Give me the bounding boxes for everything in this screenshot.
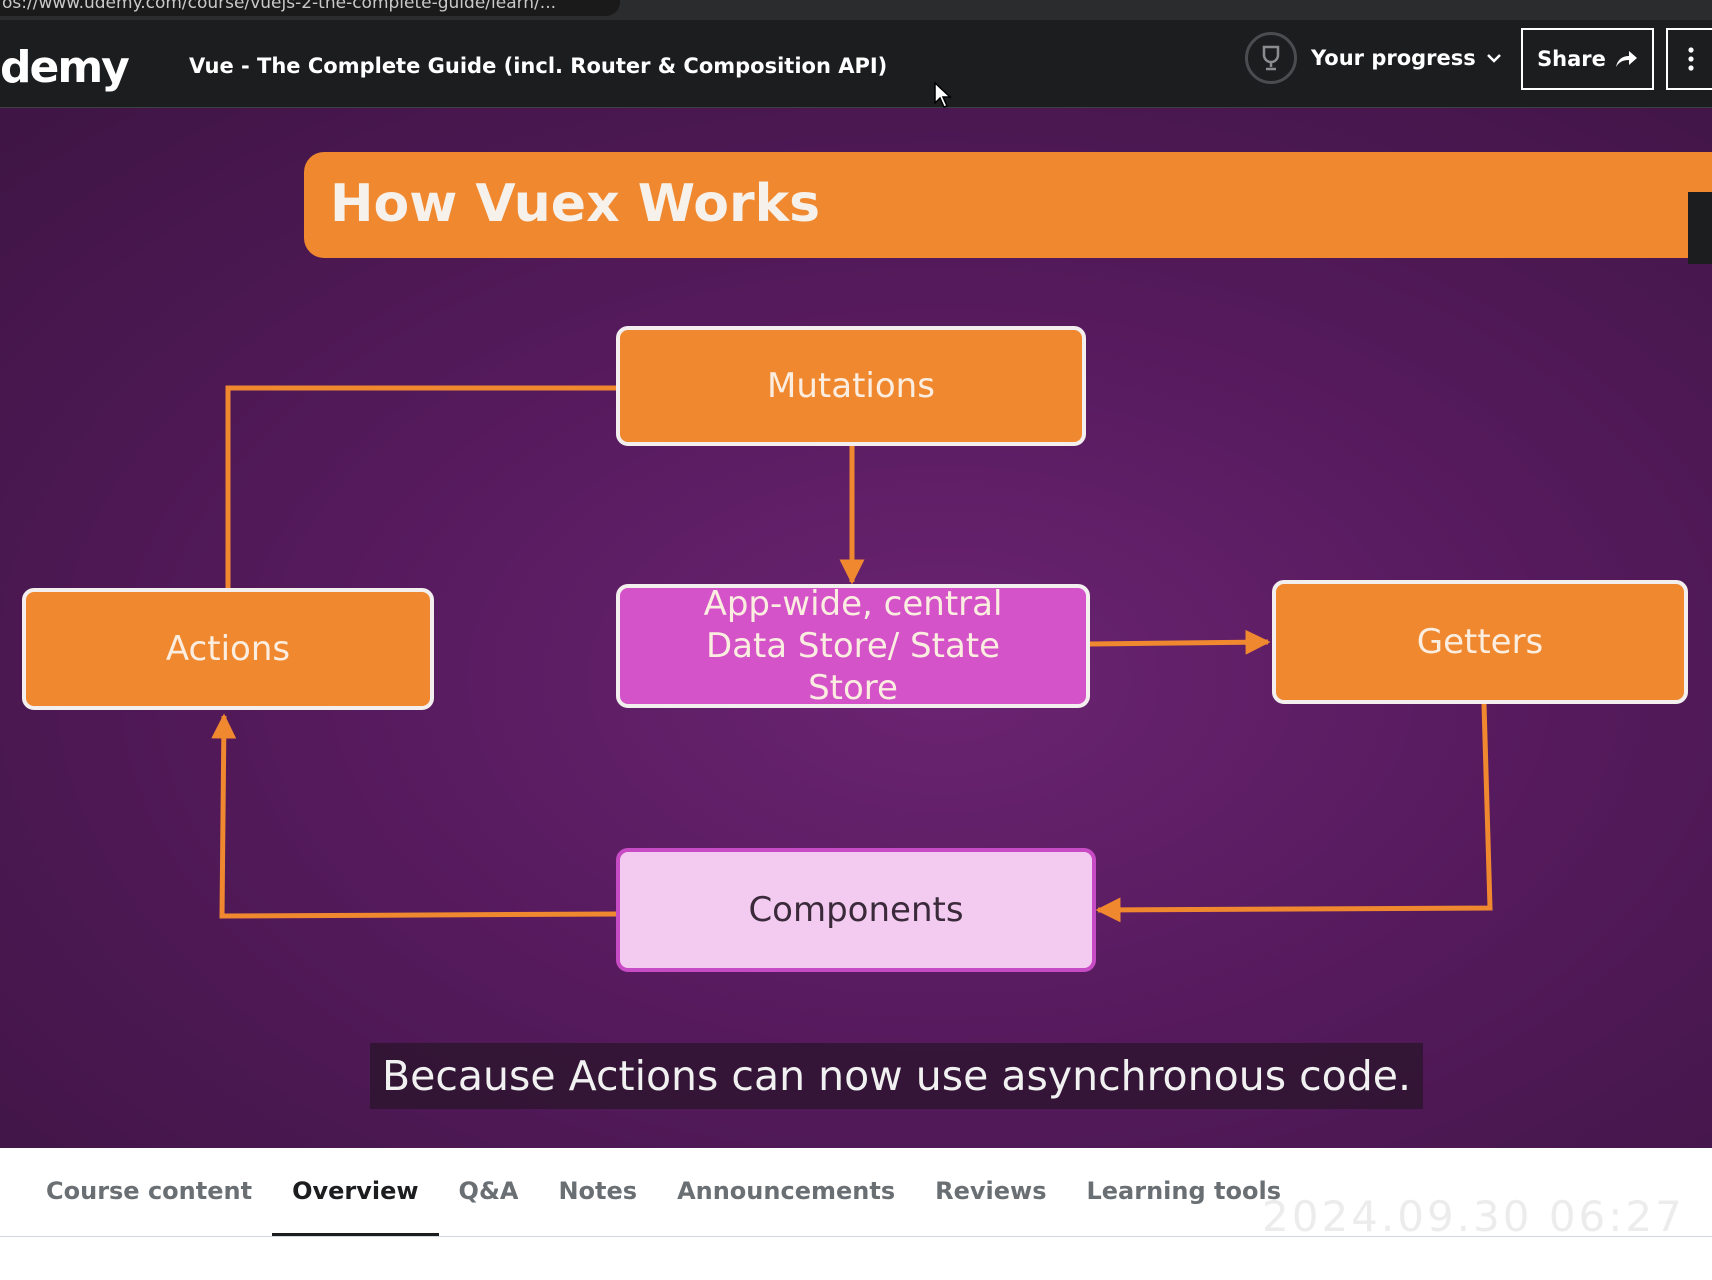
photo-timestamp: 2024.09.30 06:27 <box>1262 1192 1685 1241</box>
actions-to-mutations-line <box>225 385 618 592</box>
diagram-connectors <box>211 385 1493 923</box>
browser-url-bar[interactable]: os://www.udemy.com/course/vuejs-2-the-co… <box>0 0 1712 20</box>
player-side-tab[interactable] <box>1688 192 1712 264</box>
state-store-label: App-wide, central Data Store/ State Stor… <box>703 584 1003 708</box>
tab-notes[interactable]: Notes <box>558 1176 638 1205</box>
slide-title: How Vuex Works <box>330 174 821 234</box>
mutations-label: Mutations <box>767 366 935 406</box>
tab-announcements[interactable]: Announcements <box>677 1176 896 1205</box>
cursor-icon <box>934 82 952 108</box>
video-caption: Because Actions can now use asynchronous… <box>370 1043 1424 1109</box>
url-text[interactable]: os://www.udemy.com/course/vuejs-2-the-co… <box>0 0 620 16</box>
chevron-down-icon <box>1486 54 1501 63</box>
more-options-button[interactable] <box>1666 28 1712 90</box>
course-tabs-area: Course content Overview Q&A Notes Announ… <box>0 1148 1712 1280</box>
udemy-logo[interactable]: demy <box>0 42 130 93</box>
tab-reviews[interactable]: Reviews <box>935 1176 1047 1205</box>
course-header: demy Vue - The Complete Guide (incl. Rou… <box>0 20 1712 108</box>
share-arrow-icon <box>1615 51 1637 67</box>
trophy-icon[interactable] <box>1245 32 1297 84</box>
more-vertical-icon <box>1688 47 1694 71</box>
components-to-actions-arrow <box>211 713 619 919</box>
tabs-divider <box>0 1236 1712 1237</box>
components-node: Components <box>616 848 1096 972</box>
components-label: Components <box>748 890 964 930</box>
video-player[interactable]: How Vuex Works Mutations Actions App-wid… <box>0 108 1712 1148</box>
course-title[interactable]: Vue - The Complete Guide (incl. Router &… <box>189 54 888 78</box>
mutations-node: Mutations <box>616 326 1086 446</box>
state-store-node: App-wide, central Data Store/ State Stor… <box>616 584 1090 708</box>
store-to-getters-arrow <box>1089 629 1271 655</box>
course-tabs: Course content Overview Q&A Notes Announ… <box>26 1148 1301 1236</box>
slide-title-bar: How Vuex Works <box>304 152 1712 258</box>
actions-label: Actions <box>165 629 291 669</box>
share-button[interactable]: Share <box>1521 28 1654 90</box>
tab-course-content[interactable]: Course content <box>46 1176 253 1205</box>
getters-node: Getters <box>1272 580 1688 704</box>
getters-to-components-arrow <box>1095 703 1493 923</box>
share-label: Share <box>1537 47 1606 71</box>
actions-node: Actions <box>22 588 434 710</box>
tab-overview[interactable]: Overview <box>272 1148 439 1236</box>
tab-qa[interactable]: Q&A <box>458 1176 519 1205</box>
tab-learning-tools[interactable]: Learning tools <box>1086 1176 1281 1205</box>
getters-label: Getters <box>1416 622 1544 662</box>
progress-label: Your progress <box>1311 46 1476 70</box>
your-progress-dropdown[interactable]: Your progress <box>1311 46 1502 70</box>
